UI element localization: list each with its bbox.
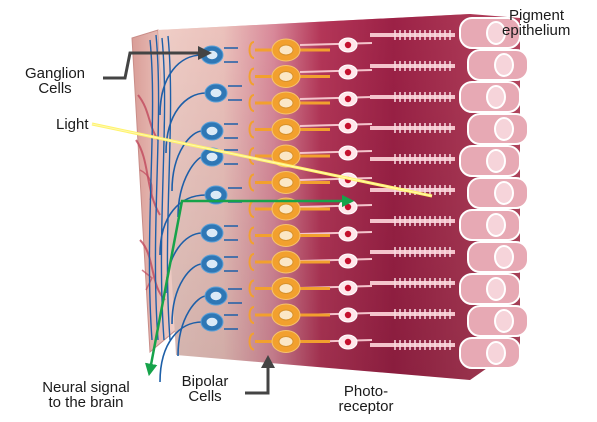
epithelium-nucleus (495, 310, 513, 332)
pigment-epithelium (460, 18, 528, 368)
ganglion-nucleus (211, 292, 222, 300)
epithelium-nucleus (487, 278, 505, 300)
bipolar-nucleus (279, 45, 293, 55)
ganglion-nucleus (211, 89, 222, 97)
epithelium-nucleus (487, 342, 505, 364)
pigment-epithelium-label: Pigment epithelium (502, 8, 570, 38)
bipolar-nucleus (279, 98, 293, 108)
photoreceptor-label: Photo- receptor (326, 384, 406, 414)
photoreceptor-nucleus (345, 204, 351, 210)
bipolar-nucleus (279, 284, 293, 294)
bipolar-nucleus (279, 231, 293, 241)
ganglion-nucleus (211, 191, 222, 199)
bipolar-nucleus (279, 337, 293, 347)
epithelium-nucleus (487, 214, 505, 236)
bipolar-nucleus (279, 310, 293, 320)
epithelium-nucleus (487, 86, 505, 108)
ganglion-nucleus (207, 318, 218, 326)
bipolar-nucleus (279, 204, 293, 214)
bipolar-nucleus (279, 72, 293, 82)
photoreceptor-nucleus (345, 285, 351, 291)
ganglion-cells-label: Ganglion Cells (10, 66, 100, 96)
bipolar-nucleus (279, 257, 293, 267)
photoreceptor-nucleus (345, 231, 351, 237)
photoreceptor-nucleus (345, 96, 351, 102)
epithelium-nucleus (495, 182, 513, 204)
bipolar-cells-label: Bipolar Cells (170, 374, 240, 404)
photoreceptor-nucleus (345, 258, 351, 264)
photoreceptor-nucleus (345, 312, 351, 318)
photoreceptor-nucleus (345, 150, 351, 156)
ganglion-nucleus (207, 153, 218, 161)
ganglion-nucleus (207, 127, 218, 135)
epithelium-nucleus (495, 118, 513, 140)
epithelium-nucleus (495, 246, 513, 268)
bipolar-nucleus (279, 178, 293, 188)
epithelium-nucleus (495, 54, 513, 76)
photoreceptor-nucleus (345, 69, 351, 75)
bipolar-nucleus (279, 151, 293, 161)
bipolar-nucleus (279, 125, 293, 135)
photoreceptor-nucleus (345, 42, 351, 48)
ganglion-nucleus (207, 260, 218, 268)
photoreceptor-nucleus (345, 339, 351, 345)
light-label: Light (56, 117, 89, 132)
neural-signal-label: Neural signal to the brain (16, 380, 156, 410)
epithelium-nucleus (487, 150, 505, 172)
photoreceptor-nucleus (345, 123, 351, 129)
ganglion-nucleus (207, 229, 218, 237)
